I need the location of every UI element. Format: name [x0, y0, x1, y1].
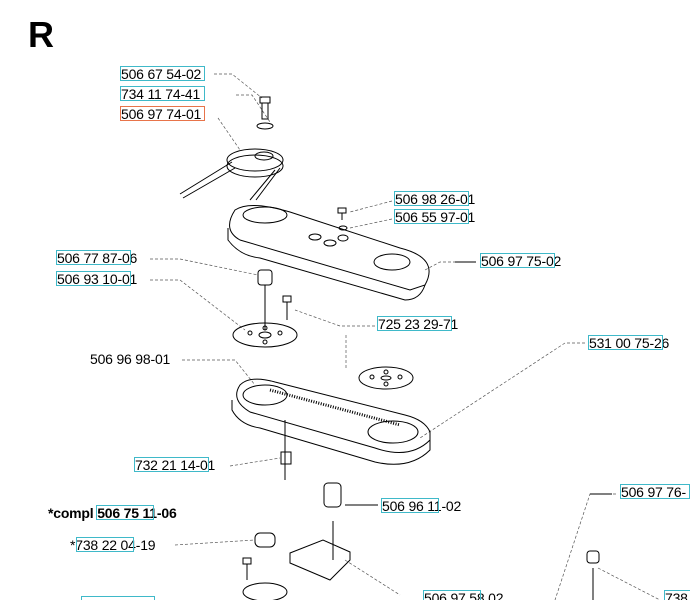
part-number-link[interactable]: 734 11 74-41: [121, 86, 201, 102]
part-number: 506 96 98-01: [90, 351, 171, 367]
part-label-highlighted[interactable]: 506 97 74-01: [120, 106, 205, 122]
part-number-link[interactable]: 738: [665, 590, 688, 600]
part-label[interactable]: 734 11 74-41: [120, 86, 205, 102]
pulley-icon: [179, 148, 284, 201]
belt-housing-icon: [231, 378, 431, 465]
part-label[interactable]: 506 55 97-01: [394, 209, 476, 225]
spacer-icon: [280, 451, 292, 465]
leader-lines: [150, 73, 661, 600]
part-number-link[interactable]: 506 97 58 02: [424, 590, 504, 600]
part-number-link[interactable]: 506 97 74-01: [121, 106, 202, 122]
nut-icon: [586, 550, 600, 564]
part-number-link[interactable]: 725 23 29-71: [378, 316, 459, 332]
section-letter: R: [28, 14, 54, 55]
part-number-link[interactable]: 506 96 11-02: [382, 498, 462, 514]
part-label[interactable]: 506 77 87-06: [56, 250, 138, 266]
part-label[interactable]: 506 93 10-01: [56, 271, 138, 287]
part-label[interactable]: 531 00 75-26: [588, 335, 670, 351]
hub-icon: [242, 582, 288, 600]
screw-icon: [256, 96, 274, 130]
collar-icon: [254, 532, 276, 548]
part-number-link[interactable]: *738 22 04-19: [70, 537, 156, 553]
part-label[interactable]: 732 21 14-01: [134, 457, 216, 473]
part-label[interactable]: *738 22 04-19: [70, 537, 156, 553]
part-number-link[interactable]: 732 21 14-01: [135, 457, 216, 473]
small-screw-icon: [337, 207, 348, 231]
disc-icon: [232, 322, 298, 348]
part-label[interactable]: 506 97 75-02: [480, 253, 562, 269]
part-label[interactable]: 506 97 76-: [620, 484, 690, 500]
disc-icon-2: [358, 366, 414, 390]
part-number-link[interactable]: 506 75 11-06: [97, 505, 177, 521]
part-label[interactable]: 506 96 11-02: [381, 498, 462, 514]
sleeve-icon: [323, 482, 342, 508]
part-number-link[interactable]: 506 93 10-01: [57, 271, 138, 287]
part-label[interactable]: 506 98 26-01: [394, 191, 476, 207]
part-number-link[interactable]: 506 55 97-01: [395, 209, 476, 225]
part-label[interactable]: 738: [664, 590, 690, 600]
compl-prefix: *compl: [48, 505, 94, 521]
part-number-link[interactable]: 506 77 87-06: [57, 250, 138, 266]
bolt-icon-2: [242, 557, 252, 580]
part-number-link[interactable]: 506 67 54-02: [121, 66, 202, 82]
bushing-icon: [257, 269, 273, 286]
bracket-icon: [289, 539, 351, 581]
part-label[interactable]: 506 97 58 02: [423, 590, 504, 600]
part-number-link[interactable]: 531 00 75-26: [589, 335, 670, 351]
part-label[interactable]: 725 23 29-71: [377, 316, 459, 332]
part-number-link[interactable]: 506 98 26-01: [395, 191, 476, 207]
upper-housing-icon: [227, 205, 430, 301]
part-label-unlinked: 506 96 98-01: [90, 351, 170, 367]
complete-assembly-label[interactable]: *compl 506 75 11-06: [48, 505, 177, 521]
part-number-link[interactable]: 506 97 76-: [621, 484, 686, 500]
bolt-icon: [282, 295, 292, 320]
part-number-link[interactable]: 506 97 75-02: [481, 253, 562, 269]
part-label[interactable]: 506 67 54-02: [120, 66, 205, 82]
